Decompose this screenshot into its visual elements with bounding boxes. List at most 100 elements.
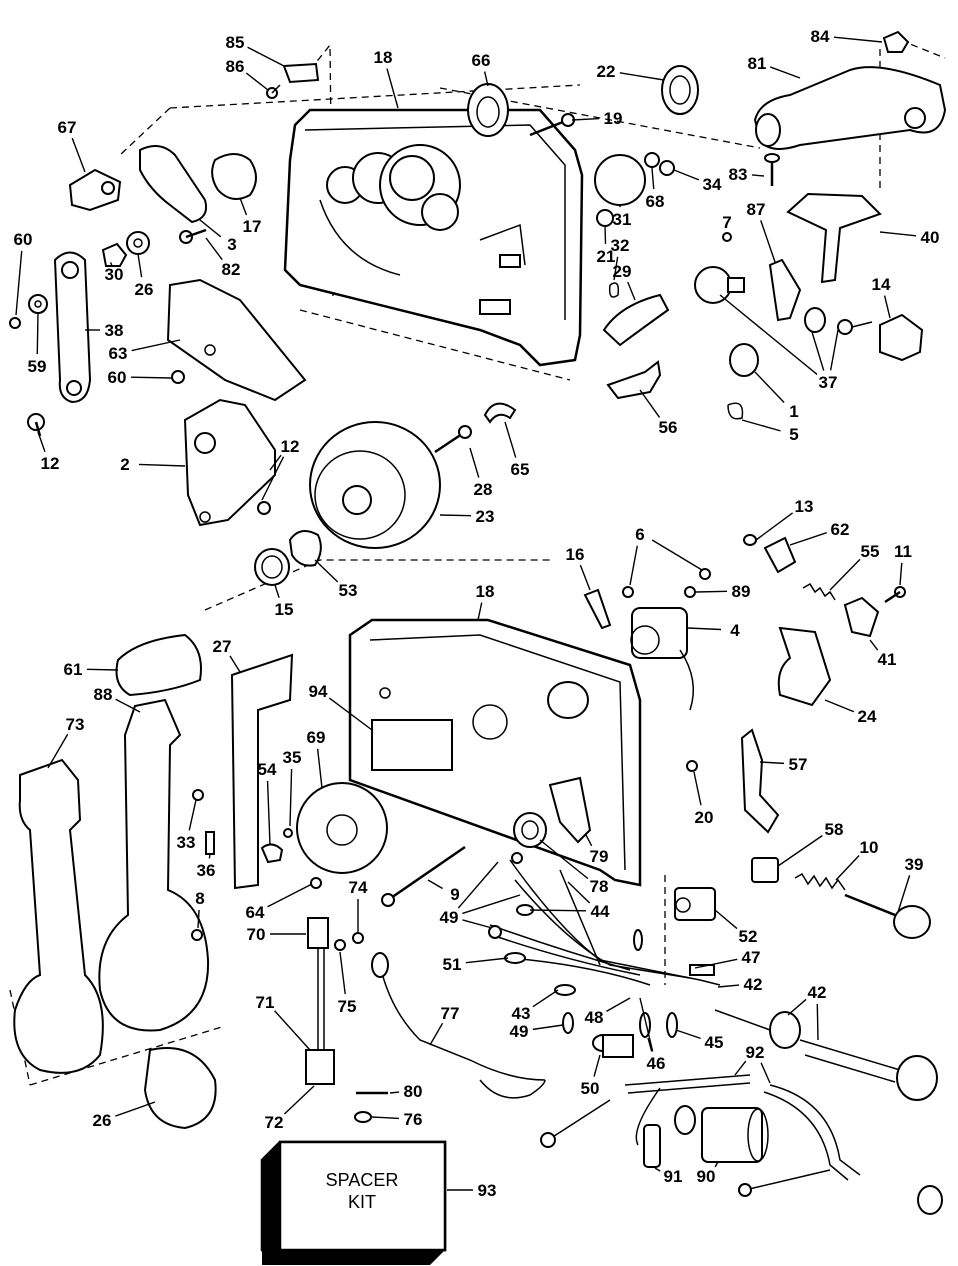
callout-48: 48 xyxy=(585,1008,604,1027)
upper-housing xyxy=(283,108,584,367)
callout-29: 29 xyxy=(613,262,632,281)
leader-66 xyxy=(483,71,489,87)
handle-73 xyxy=(13,758,104,1074)
callout-75: 75 xyxy=(338,997,357,1016)
leader-60b xyxy=(130,376,173,379)
bracket-2 xyxy=(183,398,276,527)
leader-67a xyxy=(71,137,86,173)
switch-70 xyxy=(307,917,329,1050)
callout-90: 90 xyxy=(697,1167,716,1186)
callout-70: 70 xyxy=(247,925,266,944)
leader-24 xyxy=(824,699,855,713)
leader-88 xyxy=(115,698,141,713)
clip-56 xyxy=(606,360,662,400)
leader-30 xyxy=(109,262,113,267)
leader-39 xyxy=(897,875,911,913)
leader-26b xyxy=(115,1101,156,1117)
callout-60b: 60 xyxy=(108,368,127,387)
callout-33: 33 xyxy=(177,833,196,852)
plate-63 xyxy=(166,278,307,402)
switch-52 xyxy=(674,887,716,921)
callout-61: 61 xyxy=(64,660,83,679)
ring-65 xyxy=(483,402,517,424)
callout-51: 51 xyxy=(443,955,462,974)
leader-14 xyxy=(883,295,891,319)
leader-91 xyxy=(654,1167,661,1172)
leader-83 xyxy=(751,174,765,177)
leader-37 xyxy=(719,294,818,376)
callout-93: 93 xyxy=(478,1181,497,1200)
callout-39: 39 xyxy=(905,855,924,874)
leader-86 xyxy=(245,72,269,91)
cam-3 xyxy=(139,145,208,224)
callout-26a: 26 xyxy=(135,280,154,299)
callout-83: 83 xyxy=(729,165,748,184)
nut-34 xyxy=(659,160,675,176)
screw-64 xyxy=(310,877,322,889)
spacer-kit-line1: SPACER xyxy=(326,1170,399,1190)
leader-84 xyxy=(833,36,883,43)
leader-15 xyxy=(274,584,280,598)
callout-14: 14 xyxy=(872,275,891,294)
callout-4: 4 xyxy=(730,621,740,640)
knob-14 xyxy=(879,313,924,362)
connector-43 xyxy=(554,984,576,996)
spacer-kit-line2: KIT xyxy=(348,1192,376,1212)
leader-44-1 xyxy=(567,881,591,904)
callout-43: 43 xyxy=(512,1004,531,1023)
nut-89 xyxy=(684,586,696,598)
callout-79: 79 xyxy=(590,847,609,866)
callout-77: 77 xyxy=(441,1004,460,1023)
callout-21: 21 xyxy=(597,247,616,266)
leader-87 xyxy=(760,220,776,263)
leader-18a xyxy=(386,68,399,109)
leader-57 xyxy=(759,761,785,765)
leader-54 xyxy=(266,780,271,846)
leader-12a xyxy=(37,431,46,453)
screw-20 xyxy=(686,760,698,772)
spring-36 xyxy=(205,831,215,855)
leader-56 xyxy=(639,389,661,418)
bushing-66 xyxy=(467,83,509,137)
gasket-53 xyxy=(288,530,322,567)
leader-68 xyxy=(651,167,655,190)
callout-49b: 49 xyxy=(510,1022,529,1041)
callout-88: 88 xyxy=(94,685,113,704)
callout-18a: 18 xyxy=(374,48,393,67)
callout-89: 89 xyxy=(732,582,751,601)
handle-88 xyxy=(98,698,210,1032)
screw-6b xyxy=(699,568,711,580)
callout-10: 10 xyxy=(860,838,879,857)
leader-43 xyxy=(532,989,559,1008)
callout-34: 34 xyxy=(703,175,722,194)
leader-92 xyxy=(734,1060,747,1076)
leader-82 xyxy=(205,237,223,261)
fitting-50 xyxy=(592,1034,634,1058)
callout-63: 63 xyxy=(109,344,128,363)
leader-48 xyxy=(606,997,631,1013)
fuse-76 xyxy=(354,1111,372,1123)
callout-59: 59 xyxy=(28,357,47,376)
screw-83 xyxy=(764,153,780,186)
callout-9: 9 xyxy=(450,885,459,904)
leader-76 xyxy=(371,1116,400,1120)
callout-50: 50 xyxy=(581,1079,600,1098)
callout-57: 57 xyxy=(789,755,808,774)
callout-3: 3 xyxy=(227,235,236,254)
leader-63 xyxy=(131,339,181,352)
callout-1: 1 xyxy=(789,402,798,421)
leader-11 xyxy=(899,562,903,586)
callout-36: 36 xyxy=(197,861,216,880)
callout-81: 81 xyxy=(748,54,767,73)
leader-73 xyxy=(47,733,69,769)
callout-11: 11 xyxy=(894,542,912,561)
plate-24 xyxy=(777,626,832,707)
leader-36 xyxy=(208,853,211,859)
clip-85 xyxy=(282,62,320,84)
screw-6 xyxy=(622,586,634,598)
callout-52: 52 xyxy=(739,927,758,946)
ignition-switch-37 xyxy=(694,266,873,335)
callout-40: 40 xyxy=(921,228,940,247)
screw-7 xyxy=(722,232,732,242)
